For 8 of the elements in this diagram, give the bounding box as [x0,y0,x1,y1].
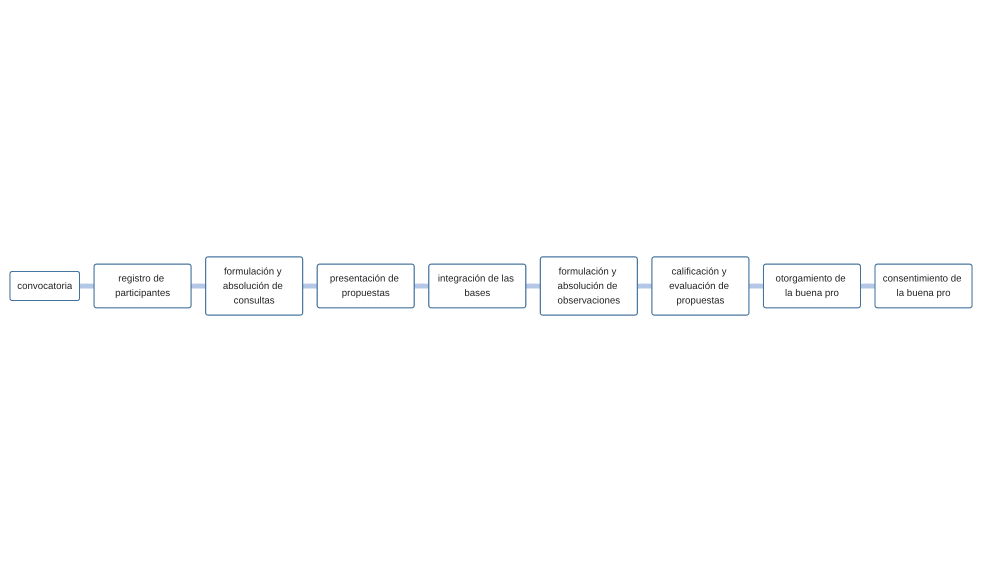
connector [526,283,541,288]
connector [191,283,206,288]
connector [860,283,876,288]
connector [638,283,652,288]
connector [414,283,430,288]
connector [302,283,318,288]
connector [749,283,764,288]
connector [80,283,94,288]
